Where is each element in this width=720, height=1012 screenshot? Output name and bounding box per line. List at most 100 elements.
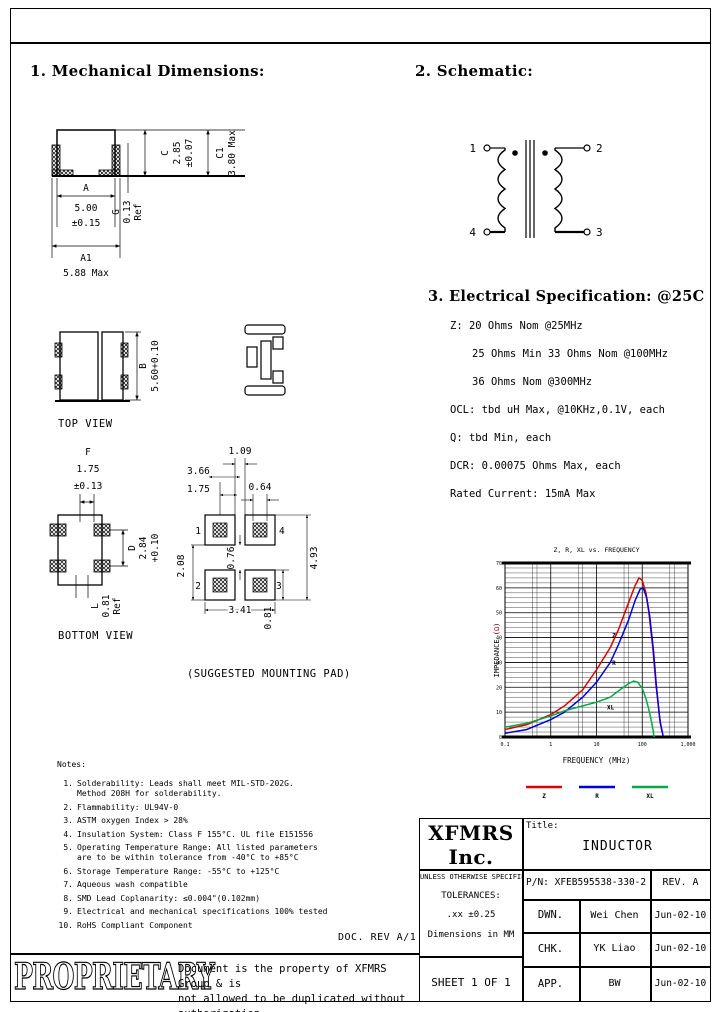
spec-rated-current: Rated Current: 15mA Max <box>450 488 596 500</box>
dim-f-letter: F <box>85 447 91 458</box>
notes-block: Notes: 1.Solderability: Leads shall meet… <box>57 760 357 934</box>
dim-d-letter: D <box>127 545 138 551</box>
x-tick-label: 100 <box>638 742 647 748</box>
section-schematic-heading: 2. Schematic: <box>415 62 534 80</box>
pad-dim-left-top: 3.66 <box>187 466 210 477</box>
spec-dcr: DCR: 0.00075 Ohms Max, each <box>450 460 621 472</box>
schematic-pin1: 1 <box>469 142 476 155</box>
y-tick-label: 60 <box>496 586 502 592</box>
title-cell: Title: INDUCTOR <box>526 821 709 869</box>
schematic-geometry <box>483 140 591 238</box>
pad-dim-pad-h: 0.81 <box>263 606 274 629</box>
dim-b-value: 5.60+0.10 <box>150 340 161 392</box>
schematic-pin3: 3 <box>596 226 603 239</box>
company-name: XFMRS Inc. <box>428 821 514 869</box>
dim-g-ref: Ref <box>133 203 144 220</box>
mounting-pad-caption: (SUGGESTED MOUNTING PAD) <box>187 668 351 680</box>
x-tick-label: 1,000 <box>680 742 695 748</box>
pad-dim-top-gap: 1.09 <box>229 446 252 457</box>
dim-a-letter: A <box>83 183 89 194</box>
note-item-4: 4.Insulation System: Class F 155°C. UL f… <box>63 829 314 839</box>
tolerance-cell: UNLESS OTHERWISE SPECIFIED TOLERANCES: .… <box>420 873 522 940</box>
chk-label: CHK. <box>537 943 564 955</box>
dim-g-value: 0.13 <box>122 201 133 224</box>
dim-c-tol: ±0.07 <box>184 139 195 168</box>
app-label: APP. <box>537 978 564 990</box>
proprietary-note: Document is the property of XFMRS Group … <box>178 963 406 1012</box>
pad-dim-pitch: 1.75 <box>187 484 210 495</box>
y-tick-label: 50 <box>496 611 502 617</box>
curve-label-Z: Z <box>612 633 616 640</box>
dim-g-letter: G <box>111 209 122 215</box>
curve-XL <box>505 680 655 737</box>
y-tick-label: 10 <box>496 710 502 716</box>
dim-c-value: 2.85 <box>172 142 183 165</box>
sheet-border <box>10 8 711 1002</box>
dim-d-value: 2.84 <box>138 536 149 559</box>
app-name: BW <box>608 978 621 989</box>
dim-a1-letter: A1 <box>80 253 92 264</box>
mounting-pad-drawing: 1.09 3.66 1.75 0.64 0.76 2.08 4.93 0.81 … <box>176 446 320 629</box>
curve-R <box>505 586 664 736</box>
spec-ocl: OCL: tbd uH Max, @10KHz,0.1V, each <box>450 404 665 416</box>
title-label: Title: <box>526 821 559 831</box>
proprietary-strip: PROPRIETARY Document is the property of … <box>10 953 419 1012</box>
dim-a-tol: ±0.15 <box>72 218 101 229</box>
top-border-line <box>10 42 710 44</box>
curve-label-R: R <box>612 660 616 667</box>
spec-q: Q: tbd Min, each <box>450 432 552 444</box>
dwn-date: Jun-02-10 <box>654 910 707 921</box>
legend-label-XL: XL <box>646 793 654 800</box>
note-item-1: 1.Solderability: Leads shall meet MIL-ST… <box>63 779 294 798</box>
app-date: Jun-02-10 <box>654 978 707 989</box>
chart-ylabel: IMPEDANCE (Ω) <box>493 623 501 678</box>
title-block: XFMRS Inc. www.XFMRS.com Title: INDUCTOR… <box>419 818 711 1002</box>
chk-name: YK Liao <box>593 943 636 954</box>
schematic-pin4: 4 <box>469 226 476 239</box>
top-view-caption: TOP VIEW <box>58 418 113 430</box>
chart-title: Z, R, XL vs. FREQUENCY <box>553 546 639 554</box>
doc-rev: DOC. REV A/1 <box>338 932 417 943</box>
pad-dim-total-h: 4.93 <box>309 547 320 570</box>
bottom-view-drawing: F 1.75 ±0.13 D 2.84 +0.10 L 0.81 Ref <box>49 447 161 617</box>
note-item-9: 9.Electrical and mechanical specificatio… <box>63 907 328 916</box>
side-view-geometry <box>244 324 286 396</box>
top-view-geometry <box>54 331 141 402</box>
note-item-6: 6.Storage Temperature Range: -55°C to +1… <box>63 866 280 876</box>
pad-dim-row-gap: 0.76 <box>226 546 237 569</box>
pad-pin4: 4 <box>279 526 285 537</box>
part-title: INDUCTOR <box>582 839 653 854</box>
pad-pin1: 1 <box>195 526 201 537</box>
note-item-8: 8.SMD Lead Coplanarity: ≤0.004"(0.102mm) <box>63 893 261 903</box>
dwn-name: Wei Chen <box>590 910 639 921</box>
pad-dim-pad-w: 0.64 <box>249 482 272 493</box>
dwn-label: DWN. <box>537 909 564 921</box>
dim-f-tol: ±0.13 <box>74 481 103 492</box>
top-view-drawing: B 5.60+0.10 <box>54 324 286 402</box>
proprietary-word: PROPRIETARY <box>14 955 216 998</box>
dim-c1-letter: C1 <box>215 147 226 159</box>
section-electrical-heading: 3. Electrical Specification: @25C <box>428 288 705 305</box>
y-tick-label: 70 <box>496 561 502 567</box>
schematic-pin2: 2 <box>596 142 603 155</box>
spec-impedance-2: 25 Ohms Min 33 Ohms Nom @100MHz <box>472 348 668 360</box>
mounting-pad-geometry <box>191 458 311 614</box>
dim-a-value: 5.00 <box>75 203 98 214</box>
dim-d-tol: +0.10 <box>150 533 161 562</box>
chart-xlabel: FREQUENCY (MHz) <box>563 756 631 765</box>
spec-impedance-3: 36 Ohms Nom @300MHz <box>472 376 593 388</box>
dim-b-letter: B <box>138 363 149 369</box>
dim-c-letter: C <box>160 150 171 156</box>
bottom-view-caption: BOTTOM VIEW <box>58 630 134 642</box>
section-mechanical-heading: 1. Mechanical Dimensions: <box>30 62 265 80</box>
x-tick-label: 10 <box>593 742 599 748</box>
curve-Z <box>505 576 663 733</box>
dim-a1-value: 5.88 Max <box>63 268 109 279</box>
x-tick-label: 1 <box>549 742 552 748</box>
spec-impedance-1: Z: 20 Ohms Nom @25MHz <box>450 320 583 332</box>
pad-pin3: 3 <box>276 581 282 592</box>
schematic-drawing: 1 4 2 3 <box>469 140 603 239</box>
note-item-5: 5.Operating Temperature Range: All liste… <box>63 843 318 862</box>
